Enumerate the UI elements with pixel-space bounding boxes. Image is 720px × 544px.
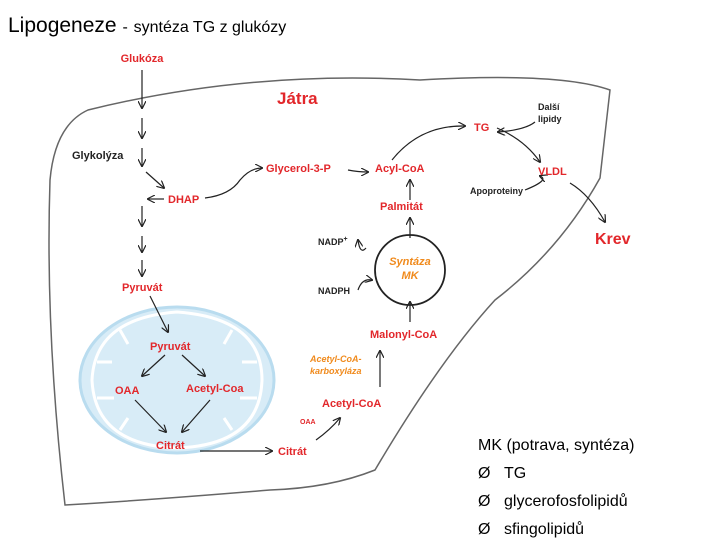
- label-malonyl-coa: Malonyl-CoA: [370, 329, 437, 341]
- glycolysis-arrows: [134, 70, 605, 451]
- mk-item: Ø TG: [478, 460, 635, 488]
- label-nadph: NADPH: [318, 286, 350, 296]
- label-glykolyza: Glykolýza: [72, 150, 124, 162]
- bullet-arrow-icon: Ø: [478, 521, 491, 538]
- title-separator: -: [122, 19, 128, 36]
- label-dhap: DHAP: [168, 194, 199, 206]
- label-syntaza-2: MK: [401, 270, 419, 282]
- label-pyruvat-out: Pyruvát: [122, 282, 163, 294]
- label-citrat-in: Citrát: [156, 440, 185, 452]
- slide-title: Lipogeneze - syntéza TG z glukózy: [8, 14, 286, 38]
- label-acyl-coa: Acyl-CoA: [375, 163, 425, 175]
- mitochondrion: [78, 305, 276, 455]
- label-nadp: NADP+: [318, 236, 348, 247]
- label-tg: TG: [474, 122, 489, 134]
- label-dalsi-1: Další: [538, 102, 560, 112]
- bullet-arrow-icon: Ø: [478, 493, 491, 510]
- mk-heading: MK (potrava, syntéza): [478, 437, 635, 454]
- label-vldl: VLDL: [538, 166, 567, 178]
- title-main: Lipogeneze: [8, 14, 117, 37]
- label-acetyl-coa-in: Acetyl-Coa: [186, 383, 244, 395]
- label-citrat-out: Citrát: [278, 446, 307, 458]
- label-dalsi-2: lipidy: [538, 114, 562, 124]
- liver-outline: [48, 76, 611, 506]
- label-oaa-out: OAA: [300, 419, 316, 426]
- label-acetyl-coa-out: Acetyl-CoA: [322, 398, 381, 410]
- label-glycerol-3p: Glycerol-3-P: [266, 163, 331, 175]
- mk-item-label: TG: [504, 465, 527, 482]
- syntaza-circle: [374, 234, 446, 306]
- label-enzyme-2: karboxyláza: [310, 366, 362, 376]
- bullet-arrow-icon: Ø: [478, 465, 491, 482]
- mk-item-label: sfingolipidů: [504, 521, 585, 538]
- label-enzyme-1: Acetyl-CoA-: [309, 354, 362, 364]
- label-nadp-sup: +: [344, 236, 348, 243]
- mk-item-label: glycerofosfolipidů: [504, 493, 628, 510]
- label-palmitat: Palmitát: [380, 201, 423, 213]
- label-krev: Krev: [595, 231, 631, 248]
- label-jatra: Játra: [277, 89, 318, 108]
- label-pyruvat-in: Pyruvát: [150, 341, 191, 353]
- label-nadp-base: NADP: [318, 237, 344, 247]
- label-glukoza: Glukóza: [121, 53, 165, 65]
- label-apoproteiny: Apoproteiny: [470, 186, 523, 196]
- title-subtitle: syntéza TG z glukózy: [133, 19, 287, 36]
- label-syntaza-1: Syntáza: [389, 256, 431, 268]
- label-oaa-in: OAA: [115, 385, 140, 397]
